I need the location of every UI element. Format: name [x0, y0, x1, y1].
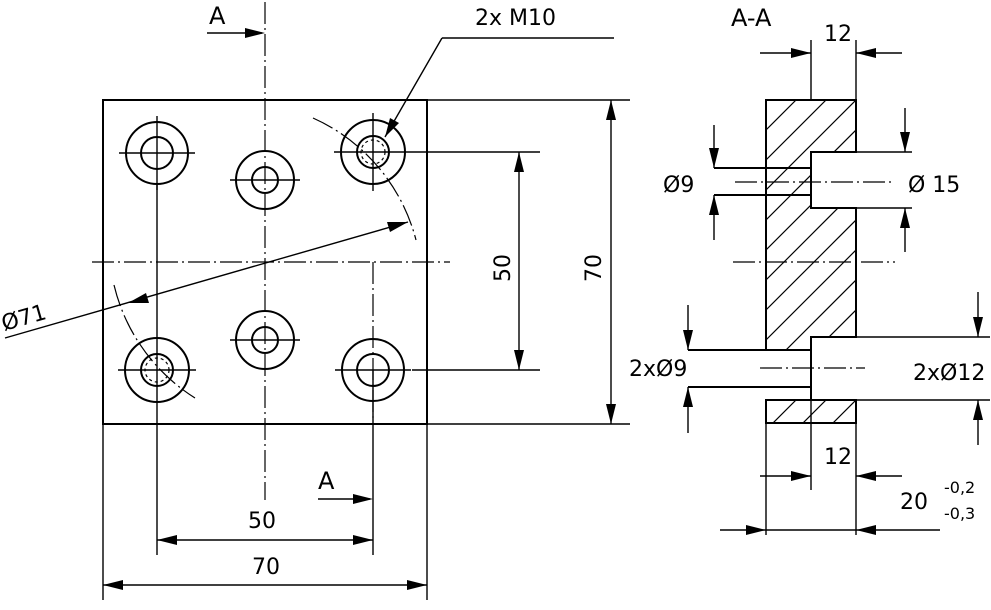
- sec-holes-small-2x-text: 2xØ9: [629, 357, 687, 382]
- dim-diameter-71: [4, 221, 409, 339]
- sec-thickness-text: 20: [900, 490, 928, 515]
- diameter-71-label: Ø71: [0, 300, 49, 337]
- hole-top-right-threaded: [334, 113, 412, 191]
- dim-horizontal-50-text: 50: [248, 509, 276, 534]
- dim-section-dia9: [709, 125, 719, 240]
- tolerance-upper: -0,2: [944, 478, 975, 497]
- thread-callout-text: 2x M10: [475, 6, 556, 31]
- sec-width-top-text: 12: [824, 22, 852, 47]
- sec-depth-bottom-text: 12: [824, 445, 852, 470]
- section-marker-top: A: [209, 2, 226, 30]
- sec-holes-large-2x-text: 2xØ12: [913, 361, 985, 386]
- section-arrow-bottom: [318, 494, 373, 504]
- dim-vertical-70-text: 70: [582, 254, 607, 282]
- dim-section-12-top: [760, 40, 902, 100]
- hole-top-middle: [230, 150, 300, 210]
- sec-hole-large-text: Ø 15: [908, 173, 960, 198]
- dim-section-thickness-20: [720, 525, 940, 535]
- dim-vertical-50: [412, 151, 540, 371]
- dim-vertical-50-text: 50: [491, 254, 516, 282]
- hole-bottom-middle: [230, 310, 300, 370]
- section-title: A-A: [731, 4, 772, 32]
- front-view: A A 2x M10 Ø71 50 70 50 70: [0, 2, 630, 600]
- dim-horizontal-70: [102, 424, 428, 600]
- tolerance-lower: -0,3: [944, 504, 975, 523]
- section-marker-bottom: A: [318, 467, 335, 495]
- section-arrow-top: [207, 28, 265, 38]
- section-view: A-A 12 Ø9 Ø 15 2xØ9 2xØ12 12 20 -0,2 -0,…: [629, 4, 990, 535]
- dim-section-2x-dia9: [683, 305, 693, 433]
- dim-vertical-70: [427, 99, 630, 425]
- dim-horizontal-50: [156, 185, 374, 555]
- hole-top-left: [119, 116, 195, 190]
- dim-section-12-bottom: [760, 400, 902, 535]
- dim-horizontal-70-text: 70: [252, 555, 280, 580]
- sec-hole-small-text: Ø9: [663, 173, 694, 198]
- dim-section-dia15: [900, 108, 910, 252]
- dim-section-2x-dia12: [973, 292, 983, 445]
- thread-callout-leader: [384, 37, 614, 138]
- pitch-circle-arc-bottom: [113, 284, 196, 399]
